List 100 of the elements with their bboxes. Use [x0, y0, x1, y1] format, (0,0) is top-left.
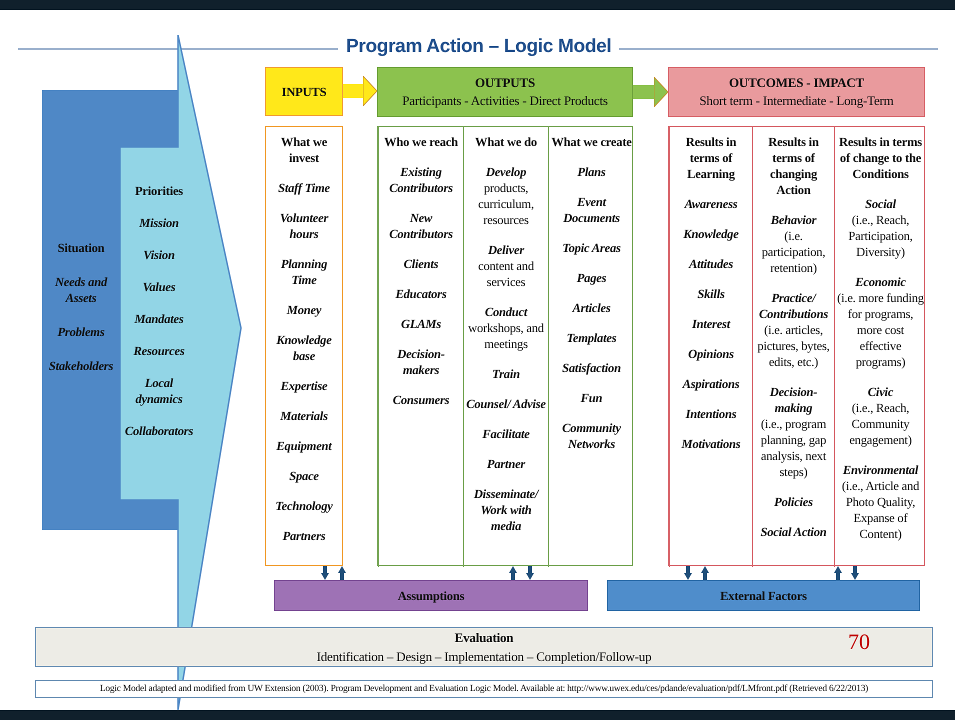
- list-item: Staff Time: [278, 180, 330, 196]
- list-item: Economic: [855, 274, 906, 290]
- list-item: Fun: [580, 390, 602, 406]
- list-item: Pages: [576, 270, 606, 286]
- outcomes-header: [668, 67, 925, 117]
- arrow: [343, 76, 378, 106]
- outputs-header: [377, 67, 633, 117]
- inputs-header: [265, 67, 343, 116]
- list-item: Values: [142, 279, 176, 295]
- list-item: Templates: [566, 330, 616, 346]
- list-item: Policies: [774, 494, 813, 510]
- list-item: Counsel/ Advise: [466, 396, 546, 412]
- subheading-text: Participants - Activities - Direct Products: [402, 93, 608, 109]
- table-column: [548, 127, 634, 567]
- list-item: Mandates: [134, 311, 184, 327]
- list-item: Event Documents: [562, 194, 621, 226]
- list-item: Existing Contributors: [388, 164, 454, 196]
- heading-text: Priorities: [135, 183, 183, 199]
- list-item: Civic: [868, 384, 894, 400]
- list-item: Social: [865, 196, 896, 212]
- heading-text: Results in terms of change to the Conditions: [838, 134, 923, 182]
- arrow: [834, 566, 842, 580]
- heading-text: What we create: [551, 134, 632, 150]
- arrow: [509, 566, 517, 580]
- subheading-text: Short term - Intermediate - Long-Term: [699, 93, 894, 109]
- item-note: (i.e. articles, pictures, bytes, edits, etc.): [756, 322, 831, 370]
- item-note: (i.e. participation, retention): [760, 228, 826, 276]
- diagram-title: Program Action – Logic Model: [338, 36, 620, 58]
- list-item: Intentions: [686, 406, 736, 422]
- list-item: Volunteer hours: [278, 210, 330, 242]
- list-item: Environmental: [842, 462, 918, 478]
- arrow: [633, 76, 668, 108]
- list-item: Opinions: [688, 346, 734, 362]
- list-item: Money: [286, 302, 322, 318]
- heading-text: Evaluation: [454, 629, 514, 646]
- list-item: Skills: [697, 286, 725, 302]
- list-item: Disseminate/ Work with media: [472, 486, 540, 534]
- list-item: Develop: [486, 164, 526, 180]
- table-column: [463, 127, 548, 567]
- list-item: Plans: [577, 164, 606, 180]
- item-note: content and services: [477, 258, 535, 290]
- list-item: Partner: [486, 456, 526, 472]
- list-item: Consumers: [392, 392, 450, 408]
- arrow: [321, 566, 329, 580]
- list-item: Motivations: [682, 436, 740, 452]
- list-item: Practice/ Contributions: [758, 290, 829, 322]
- list-item: Decision-making: [768, 384, 818, 416]
- list-item: Topic Areas: [562, 240, 621, 256]
- list-item: Articles: [572, 300, 610, 316]
- list-item: Equipment: [276, 438, 332, 454]
- list-item: Awareness: [684, 196, 738, 212]
- heading-text: Situation: [58, 240, 104, 256]
- assumptions-bar: [274, 580, 588, 611]
- heading-text: What we do: [475, 134, 537, 150]
- list-item: Stakeholders: [48, 358, 114, 374]
- list-item: Social Action: [760, 524, 827, 540]
- list-item: Vision: [143, 247, 175, 263]
- page-number: 70: [848, 630, 870, 654]
- list-item: Problems: [57, 324, 104, 340]
- list-item: Aspirations: [682, 376, 740, 392]
- item-note: (i.e., Reach, Participation, Diversity): [847, 212, 914, 260]
- citation-box: [35, 680, 933, 698]
- subheading-text: Identification – Design – Implementation – Completion/Follow-up: [316, 648, 652, 665]
- heading-text: OUTPUTS: [474, 75, 535, 91]
- inputs-column: [265, 126, 343, 566]
- list-item: Deliver: [488, 242, 524, 258]
- item-note: (i.e., program planning, gap analysis, next steps): [760, 416, 828, 480]
- list-item: Attitudes: [688, 256, 734, 272]
- list-item: Collaborators: [124, 423, 194, 439]
- list-item: Local dynamics: [134, 375, 184, 407]
- citation-text: Logic Model adapted and modified from UW Extension (2003). Program Development and Evaluation Logic Model. Available at: http://www.uwex.edu/ces/pdande/evaluation/pdf/LMfront.pdf (Retrieved 6/22/2013): [100, 683, 868, 696]
- evaluation-panel: [35, 627, 933, 667]
- arrow: [851, 566, 859, 580]
- heading-text: Results in terms of Learning: [684, 134, 738, 182]
- item-note: products, curriculum, resources: [477, 180, 535, 228]
- list-item: Facilitate: [482, 426, 530, 442]
- list-item: Expertise: [280, 378, 328, 394]
- heading-text: Who we reach: [384, 134, 458, 150]
- list-item: Decision-makers: [396, 346, 446, 378]
- heading-text: OUTCOMES - IMPACT: [728, 75, 864, 91]
- list-item: Planning Time: [280, 256, 328, 288]
- list-item: Technology: [275, 498, 333, 514]
- heading-text: Assumptions: [398, 588, 464, 604]
- list-item: Interest: [692, 316, 730, 332]
- list-item: Behavior: [770, 212, 816, 228]
- outputs-table-frame: [377, 126, 633, 566]
- heading-text: Results in terms of changing Action: [767, 134, 820, 198]
- list-item: GLAMs: [401, 316, 441, 332]
- list-item: Community Networks: [561, 420, 622, 452]
- outcomes-table-frame: [668, 126, 925, 566]
- list-item: New Contributors: [388, 210, 454, 242]
- list-item: Partners: [282, 528, 326, 544]
- list-item: Clients: [404, 256, 438, 272]
- arrow: [338, 566, 346, 580]
- item-note: workshops, and meetings: [467, 320, 545, 352]
- arrow: [526, 566, 534, 580]
- list-item: Needs and Assets: [54, 274, 108, 306]
- list-item: Conduct: [484, 304, 528, 320]
- list-item: Satisfaction: [562, 360, 621, 376]
- list-item: Knowledge base: [275, 332, 333, 364]
